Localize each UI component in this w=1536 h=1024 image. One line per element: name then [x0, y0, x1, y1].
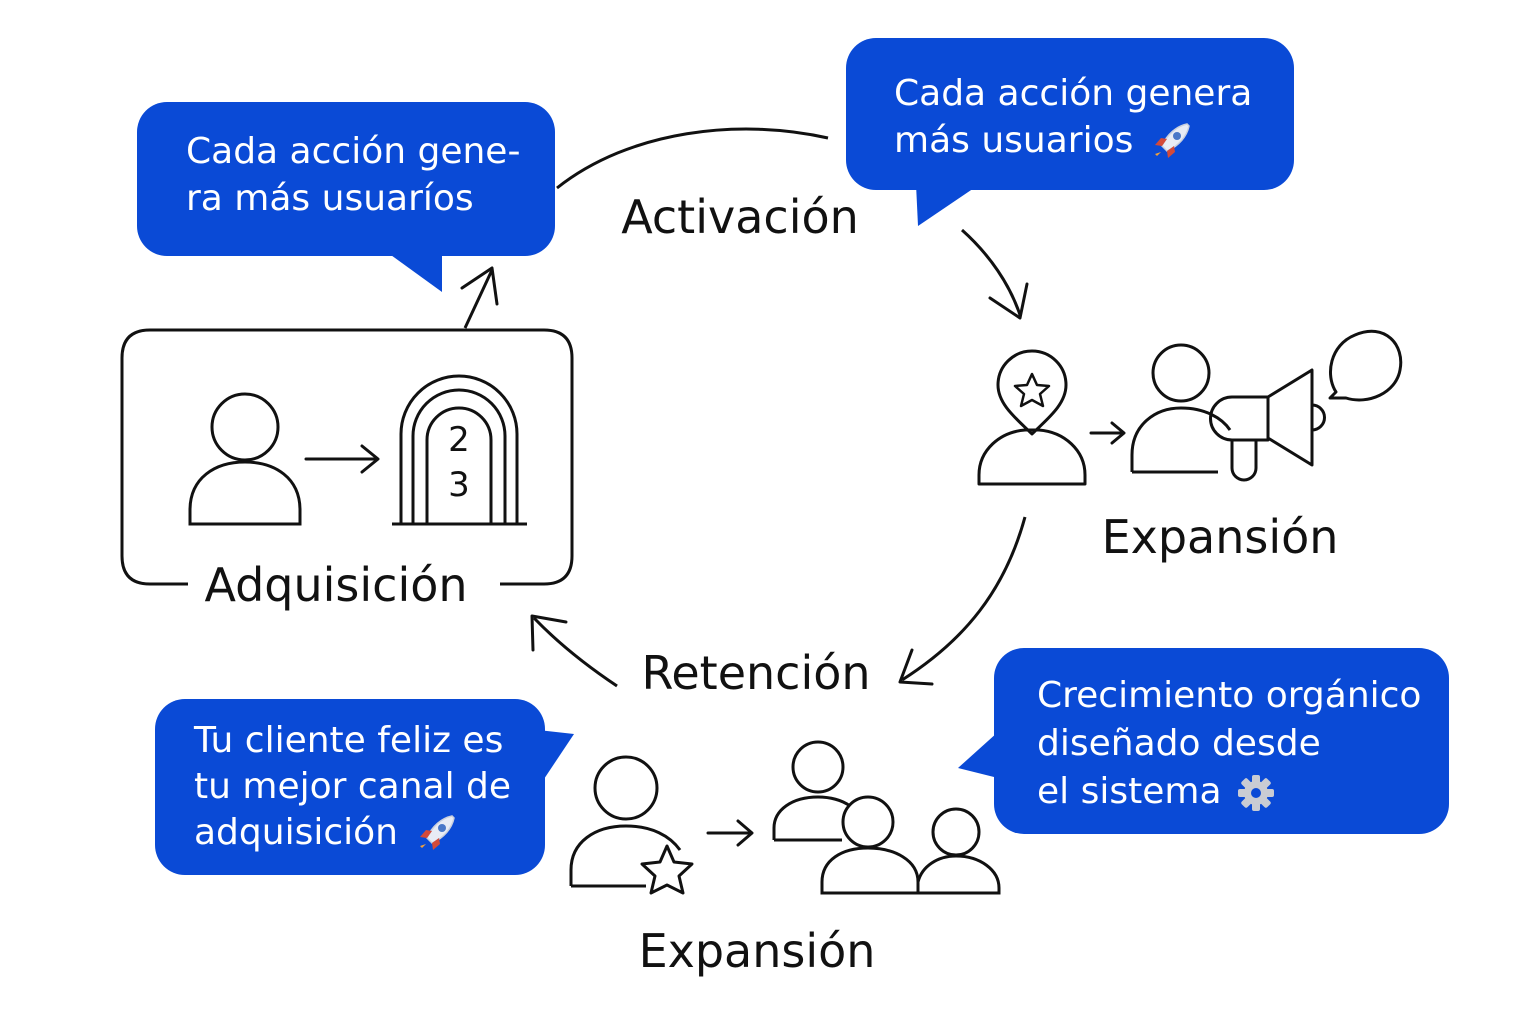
- arrow-icon: [304, 444, 380, 474]
- speech-bubble-bottom-left: Tu cliente feliz es tu mejor canal de ad…: [155, 699, 545, 875]
- bubble-line: Crecimiento orgánico: [1037, 675, 1422, 716]
- cycle-arrow-activation-to-expansion: [961, 228, 1022, 316]
- cycle-arrow-acquisition-to-bubble: [463, 269, 494, 329]
- bubble-line: diseñado desde: [1037, 723, 1321, 764]
- user-group-icon: [772, 740, 1001, 895]
- bubble-tail-bottom-left: [538, 730, 574, 788]
- megaphone-icon: [1209, 368, 1326, 482]
- acquisition-frame: [120, 328, 574, 586]
- cycle-arrow-retention-to-acquisition: [532, 616, 618, 688]
- cycle-arrow-expansion-to-retention: [901, 516, 1027, 682]
- rocket-icon: [1153, 123, 1191, 160]
- bubble-line: Cada acción gene-: [186, 131, 521, 172]
- rocket-icon: [417, 815, 455, 852]
- arrow-icon: [706, 819, 754, 847]
- cycle-arrow-head-expansion: [988, 282, 1029, 320]
- bubble-tail-top-right: [916, 184, 980, 226]
- gear-icon: [1237, 775, 1274, 811]
- user-icon: [1130, 343, 1232, 474]
- user-icon: [188, 392, 302, 526]
- door-number-bottom: 3: [448, 465, 470, 505]
- bubble-line: tu mejor canal de: [194, 766, 512, 807]
- speech-bubble-bottom-right: Crecimiento orgánico diseñado desde el s…: [994, 648, 1449, 834]
- bubble-line: Tu cliente feliz es: [194, 720, 504, 761]
- stage-label-expansion-right: Expansión: [1102, 510, 1339, 564]
- cycle-arrow-head-retention: [898, 648, 934, 686]
- speech-bubble-top-left: Cada acción gene- ra más usuaríos: [137, 102, 555, 256]
- pin-star-icon: [977, 349, 1087, 486]
- stage-label-retention: Retención: [641, 646, 870, 700]
- speech-bubble-top-right: Cada acción genera más usuarios: [846, 38, 1294, 190]
- stage-label-activation: Activación: [621, 190, 859, 244]
- door-number-top: 2: [448, 420, 470, 460]
- stage-label-expansion-bottom: Expansión: [639, 924, 876, 978]
- bubble-tail-bottom-right: [958, 732, 998, 778]
- bubble-line-text: adquisición: [194, 812, 398, 853]
- bubble-tail-top-left: [384, 250, 442, 292]
- user-star-icon: [569, 755, 694, 895]
- speech-bubble-icon: [1328, 329, 1403, 402]
- bubble-line: Cada acción genera: [894, 73, 1253, 114]
- bubble-line: adquisición: [194, 810, 545, 858]
- bubble-line: el sistema: [1037, 768, 1449, 816]
- cycle-arrow-to-activation: [556, 127, 829, 190]
- bubble-line-text: el sistema: [1037, 771, 1222, 812]
- cycle-arrow-head-acquisition: [460, 266, 499, 306]
- cycle-arrow-head-acquisition-return: [530, 614, 568, 652]
- bubble-line: más usuarios: [894, 117, 1294, 166]
- bubble-line: ra más usuaríos: [186, 178, 474, 219]
- arrow-icon: [1089, 421, 1126, 445]
- bubble-line-text: más usuarios: [894, 120, 1134, 161]
- door-icon: [392, 374, 527, 526]
- stage-label-acquisition: Adquisición: [204, 558, 467, 612]
